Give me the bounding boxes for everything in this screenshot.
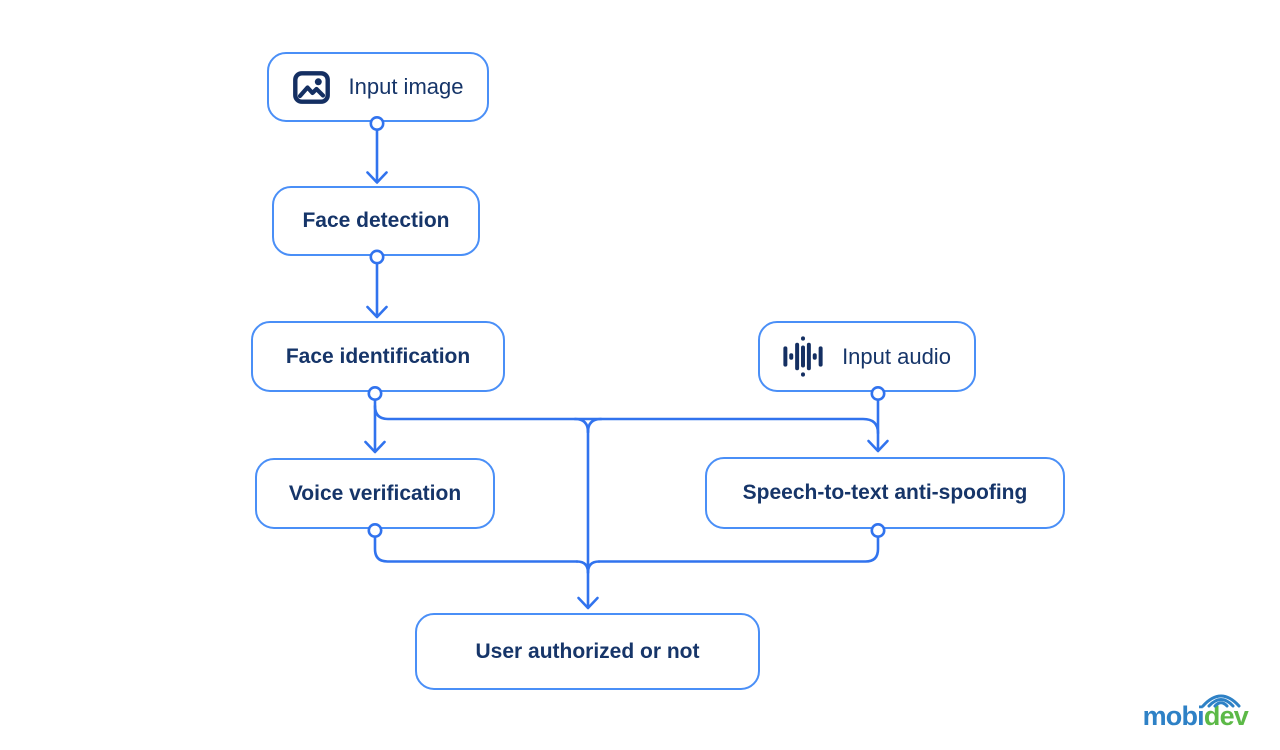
node-voice-verification: Voice verification xyxy=(255,458,495,529)
node-label: Input image xyxy=(348,74,464,99)
node-label: Face detection xyxy=(302,209,450,232)
image-icon xyxy=(292,70,330,104)
node-label: Face identification xyxy=(285,344,471,368)
node-label: Input audio xyxy=(842,343,951,369)
node-label: Voice verification xyxy=(288,481,462,505)
wifi-arcs-icon xyxy=(1201,694,1241,708)
audio-waveform-icon xyxy=(783,333,823,380)
node-input-audio: Input audio xyxy=(758,321,976,392)
node-speech-to-text-anti-spoofing: Speech-to-text anti-spoofing xyxy=(705,457,1065,529)
node-label: Speech-to-text anti-spoofing xyxy=(742,481,1028,504)
node-input-image: Input image xyxy=(267,52,489,122)
node-face-identification: Face identification xyxy=(251,321,505,392)
logo-text-mobi: mobi xyxy=(1142,701,1205,731)
node-label: User authorized or not xyxy=(475,639,700,663)
mobidev-logo: mobidev xyxy=(1142,694,1249,731)
node-face-detection: Face detection xyxy=(272,186,480,256)
node-user-authorized-or-not: User authorized or not xyxy=(415,613,760,690)
